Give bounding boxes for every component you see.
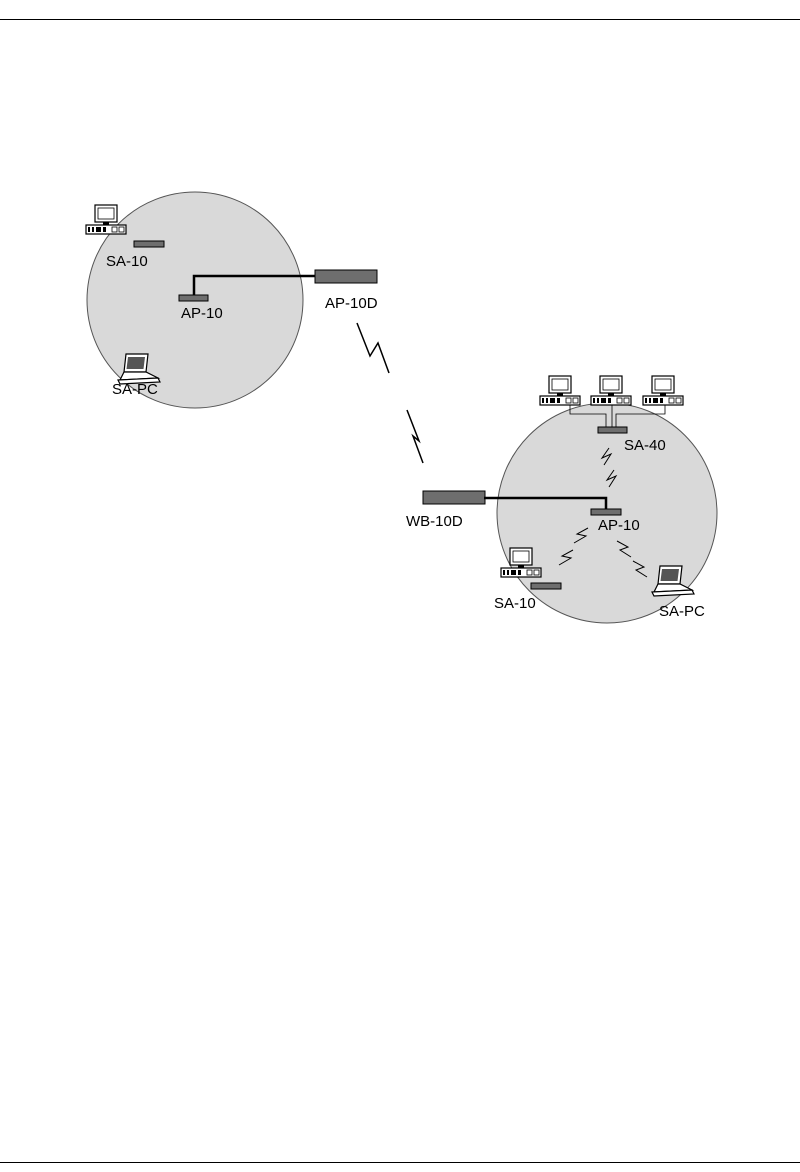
label-left-sapc: SA-PC: [112, 381, 158, 398]
label-sa40: SA-40: [624, 437, 666, 454]
desktop-computer-icon: [591, 376, 631, 405]
label-right-ap10: AP-10: [598, 517, 640, 534]
ap10d-device: [315, 270, 377, 283]
desktop-computer-icon: [540, 376, 580, 405]
desktop-computer-icon: [643, 376, 683, 405]
label-left-ap10: AP-10: [181, 305, 223, 322]
network-adapter-icon: [531, 583, 561, 589]
network-adapter-icon: [179, 295, 208, 301]
network-adapter-icon: [598, 427, 627, 433]
label-left-sa10: SA-10: [106, 253, 148, 270]
label-ap10d: AP-10D: [325, 295, 378, 312]
wireless-link-icon: [357, 323, 389, 373]
network-adapter-icon: [591, 509, 621, 515]
desktop-computer-icon: [86, 205, 126, 234]
wireless-link-icon: [407, 410, 423, 463]
wb10d-device: [423, 491, 485, 504]
label-right-sapc: SA-PC: [659, 603, 705, 620]
label-wb10d: WB-10D: [406, 513, 463, 530]
label-right-sa10: SA-10: [494, 595, 536, 612]
network-adapter-icon: [134, 241, 164, 247]
